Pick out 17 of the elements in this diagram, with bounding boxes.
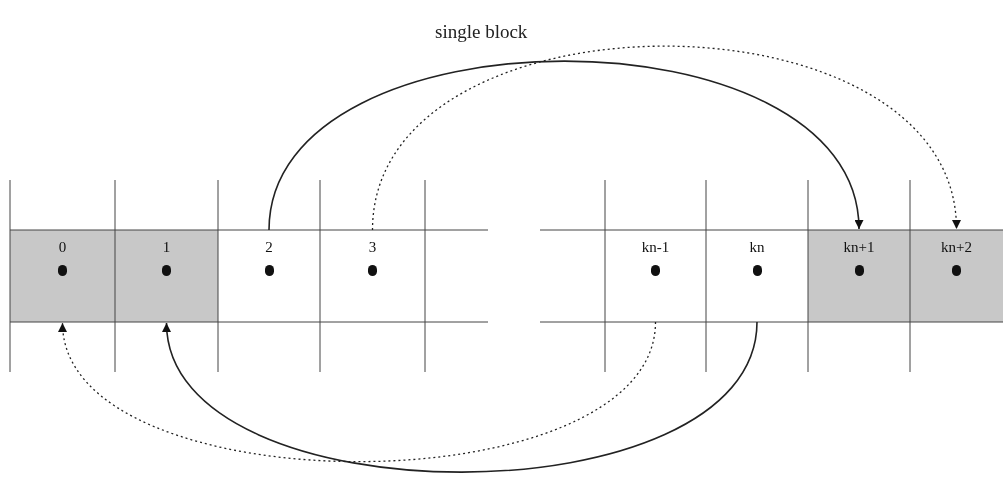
cell-index: kn+1 — [843, 240, 875, 255]
cell-index: 2 — [265, 240, 273, 255]
array-cell — [10, 230, 115, 322]
cell-index: 0 — [58, 240, 67, 255]
cell-index: 1 — [162, 240, 171, 255]
cell-index: kn-1 — [641, 240, 670, 255]
curved-arrow — [164, 321, 758, 473]
curved-arrow — [371, 45, 960, 231]
diagram-title: single block — [435, 20, 528, 44]
array-cell — [808, 230, 910, 322]
array-cell — [115, 230, 218, 322]
cell-index: 3 — [368, 240, 377, 255]
curved-arrow — [60, 321, 657, 463]
curved-arrow — [268, 60, 862, 231]
array-cell — [910, 230, 1003, 322]
cell-index: kn — [749, 240, 765, 255]
cell-index: kn+2 — [941, 240, 972, 255]
